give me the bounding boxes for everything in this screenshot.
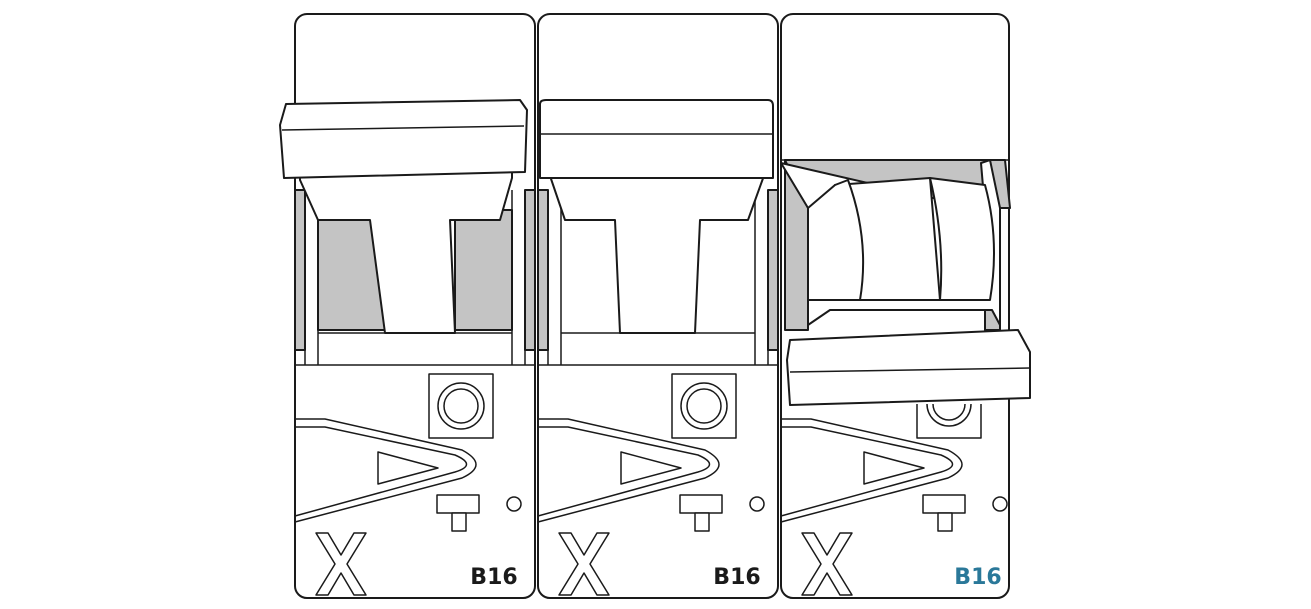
breaker-2-status-led-icon [679,494,765,532]
breaker-3-x-mark-icon [801,532,853,596]
breaker-3-status-led-icon [922,494,1008,532]
breaker-2-toggle-lever[interactable] [539,99,774,334]
breaker-1: B16 [279,13,536,599]
breaker-2: B16 [537,13,779,599]
breaker-2-arrow [537,418,720,523]
breaker-3: B16 [780,13,1031,599]
breaker-1-test-button[interactable] [428,373,494,439]
breaker-3-arrow [780,418,963,523]
breaker-3-test-button[interactable] [916,403,982,439]
breaker-3-toggle-lever[interactable] [780,159,1031,406]
breaker-1-status-led-icon [436,494,522,532]
breaker-1-rating-label: B16 [470,565,517,590]
breaker-3-rating-label: B16 [954,565,1001,590]
breaker-1-toggle-lever[interactable] [279,99,528,334]
breaker-2-x-mark-icon [558,532,610,596]
breaker-1-x-mark-icon [315,532,367,596]
breaker-2-rating-label: B16 [713,565,760,590]
breaker-1-arrow [294,418,477,523]
breaker-1-toggle-window [294,189,536,365]
breaker-2-test-button[interactable] [671,373,737,439]
